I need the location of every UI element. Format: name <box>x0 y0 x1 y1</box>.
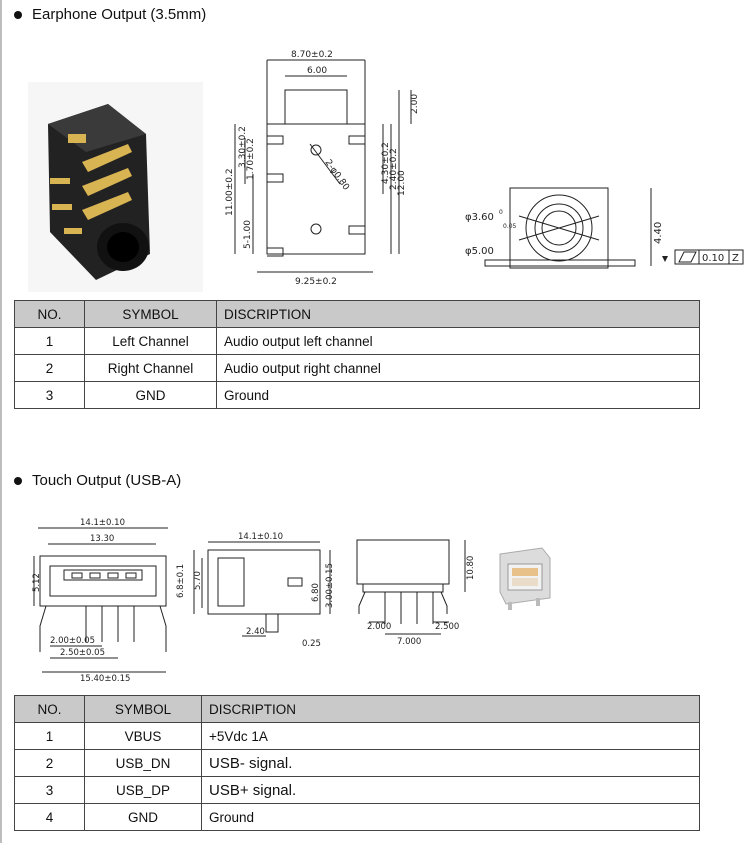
table-row: 1 Left Channel Audio output left channel <box>14 327 700 355</box>
dim-usb-top-width: 14.1±0.10 <box>80 518 125 528</box>
cell-symbol: USB_DP <box>84 776 202 804</box>
dim-hole: 2-φ0.80 <box>323 158 351 193</box>
dim-side-h1: 6.8±0.1 <box>176 564 186 598</box>
usb-front-drawing: 14.1±0.10 13.30 5.12 2.00±0.05 2.50±0.05… <box>32 518 168 684</box>
dim-usb-pin1: 2.00±0.05 <box>50 636 95 646</box>
table-row: 1 VBUS +5Vdc 1A <box>14 722 700 750</box>
dim-side-height: 4.40 <box>653 222 664 244</box>
dim-inner-tol-up: 0 <box>499 209 503 216</box>
dim-outer-diameter: φ5.00 <box>465 246 494 257</box>
flatness-value: 0.10 <box>702 253 724 264</box>
table-row: 3 GND Ground <box>14 381 700 409</box>
header-no: NO. <box>14 300 85 328</box>
usb-connector-photo <box>499 547 551 610</box>
dim-side-h4: 3.00±0.15 <box>325 563 335 608</box>
dim-v4: 5-1.00 <box>243 220 253 249</box>
dim-back-b3: 7.000 <box>397 637 421 647</box>
header-description: DISCRIPTION <box>216 300 700 328</box>
cell-symbol: Right Channel <box>84 354 217 382</box>
dim-v2: 1.70±0.2 <box>246 138 256 180</box>
table-row: 2 USB_DN USB- signal. <box>14 749 700 777</box>
dim-height-top: 2.00 <box>410 94 420 114</box>
earphone-jack-photo <box>28 82 203 292</box>
cell-description: USB- signal. <box>201 749 700 777</box>
dim-v1: 3.30±0.2 <box>238 126 248 168</box>
table-header-row: NO. SYMBOL DISCRIPTION <box>14 695 700 723</box>
touch-title: Touch Output (USB-A) <box>32 472 182 489</box>
earphone-heading: Earphone Output (3.5mm) <box>14 6 206 23</box>
header-no: NO. <box>14 695 85 723</box>
cell-symbol: VBUS <box>84 722 202 750</box>
dim-usb-total-width: 15.40±0.15 <box>80 674 130 684</box>
cell-description: Audio output left channel <box>216 327 700 355</box>
dim-side-b1: 2.40 <box>246 627 265 637</box>
cell-no: 4 <box>14 803 85 831</box>
cell-no: 3 <box>14 776 85 804</box>
earphone-pin-table: NO. SYMBOL DISCRIPTION 1 Left Channel Au… <box>14 300 700 409</box>
dim-back-height: 10.80 <box>466 556 476 580</box>
table-header-row: NO. SYMBOL DISCRIPTION <box>14 300 700 328</box>
cell-symbol: USB_DN <box>84 749 202 777</box>
dim-usb-left-height: 5.12 <box>32 573 42 592</box>
dim-side-b2: 0.25 <box>302 639 321 649</box>
cell-symbol: GND <box>84 803 202 831</box>
cell-description: +5Vdc 1A <box>201 722 700 750</box>
cell-description: Audio output right channel <box>216 354 700 382</box>
usb-pin-table: NO. SYMBOL DISCRIPTION 1 VBUS +5Vdc 1A 2… <box>14 695 700 831</box>
dim-r2: 2.40±0.2 <box>389 148 399 190</box>
datum-label: Z <box>732 253 739 264</box>
bullet-icon <box>14 476 22 485</box>
cell-symbol: GND <box>84 381 217 409</box>
dim-v3: 11.00±0.2 <box>225 168 235 216</box>
dim-back-b1: 2.000 <box>367 622 391 632</box>
dim-side-width: 14.1±0.10 <box>238 532 283 542</box>
table-row: 2 Right Channel Audio output right chann… <box>14 354 700 382</box>
dim-width-bottom: 9.25±0.2 <box>295 277 337 287</box>
table-row: 3 USB_DP USB+ signal. <box>14 776 700 804</box>
cell-no: 1 <box>14 327 85 355</box>
dim-r3: 12.00 <box>397 170 407 196</box>
earphone-front-drawing: φ3.60 0 0.05 φ5.00 4.40 0.10 Z <box>465 187 744 269</box>
header-symbol: SYMBOL <box>84 300 217 328</box>
cell-description: Ground <box>201 803 700 831</box>
page-left-rule <box>0 0 2 843</box>
dim-back-b2: 2.500 <box>435 622 459 632</box>
cell-no: 2 <box>14 749 85 777</box>
earphone-title: Earphone Output (3.5mm) <box>32 6 207 23</box>
dim-usb-inner-width: 13.30 <box>90 534 114 544</box>
usb-back-drawing: 10.80 2.000 2.500 7.000 <box>356 539 476 647</box>
dim-r1: 4.30±0.2 <box>381 142 391 184</box>
cell-description: Ground <box>216 381 700 409</box>
dim-inner-diameter: φ3.60 <box>465 212 494 223</box>
dim-usb-pin2: 2.50±0.05 <box>60 648 105 658</box>
dim-width-top: 6.00 <box>307 66 327 76</box>
bullet-icon <box>14 10 22 19</box>
dim-side-h3: 6.80 <box>311 583 321 602</box>
usb-side-drawing: 14.1±0.10 6.8±0.1 5.70 6.80 3.00±0.15 2.… <box>176 532 335 649</box>
dim-side-h2: 5.70 <box>193 571 203 590</box>
cell-symbol: Left Channel <box>84 327 217 355</box>
header-description: DISCRIPTION <box>201 695 700 723</box>
earphone-side-drawing: 8.70±0.2 6.00 9.25±0.2 2.00 3.30±0.2 1.7… <box>225 50 420 287</box>
cell-description: USB+ signal. <box>201 776 700 804</box>
cell-no: 2 <box>14 354 85 382</box>
touch-heading: Touch Output (USB-A) <box>14 472 181 489</box>
cell-no: 1 <box>14 722 85 750</box>
cell-no: 3 <box>14 381 85 409</box>
table-row: 4 GND Ground <box>14 803 700 831</box>
dim-inner-tol-down: 0.05 <box>503 223 517 230</box>
header-symbol: SYMBOL <box>84 695 202 723</box>
dim-width-outer: 8.70±0.2 <box>291 50 333 60</box>
